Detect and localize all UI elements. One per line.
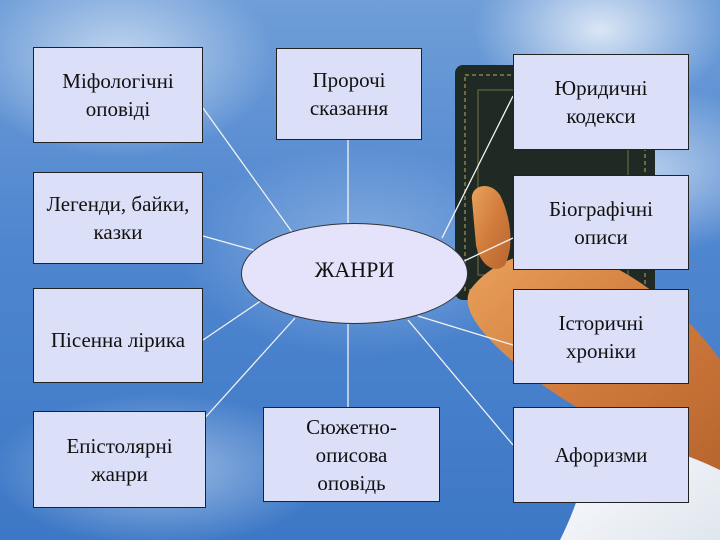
genre-box-historical-chronicles: Історичні хроніки (513, 289, 689, 384)
genre-box-song-lyrics: Пісенна лірика (33, 288, 203, 383)
genre-box-legal-codes: Юридичні кодекси (513, 54, 689, 150)
genre-box-biographical-descriptions: Біографічні описи (513, 175, 689, 270)
central-node-genres: ЖАНРИ (241, 223, 468, 324)
genre-box-epistolary-genres: Епістолярні жанри (33, 411, 206, 508)
genre-box-mythological-stories: Міфологічні оповіді (33, 47, 203, 143)
genre-box-plot-descriptive-narrative: Сюжетно- описова оповідь (263, 407, 440, 502)
genre-box-prophetic-sayings: Пророчі сказання (276, 48, 422, 140)
genre-box-legends-fables-tales: Легенди, байки, казки (33, 172, 203, 264)
genre-box-aphorisms: Афоризми (513, 407, 689, 503)
